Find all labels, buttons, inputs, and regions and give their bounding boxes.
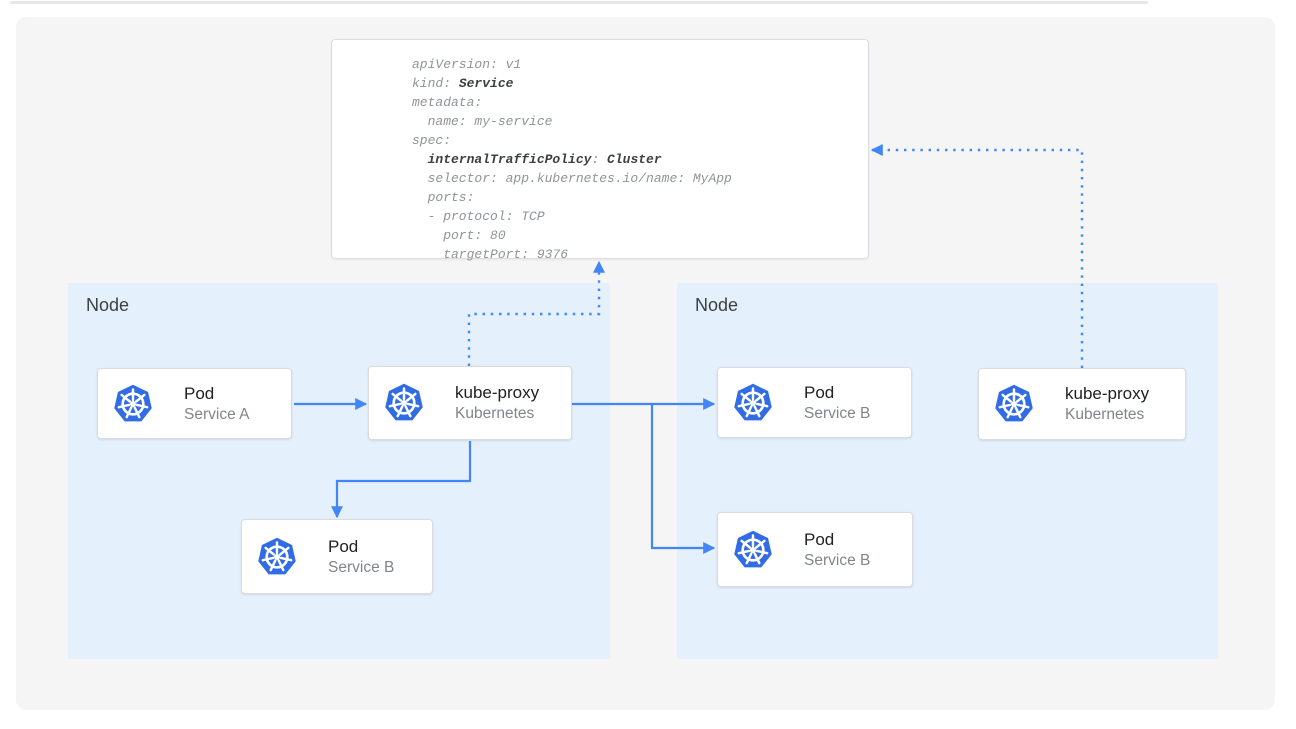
kubernetes-icon — [256, 535, 298, 576]
yaml-line: - protocol: TCP — [412, 209, 545, 224]
card-subtitle: Service B — [804, 404, 871, 422]
card-subtitle: Service B — [804, 551, 871, 569]
card-title: Pod — [804, 382, 835, 402]
kubernetes-icon — [732, 528, 774, 569]
yaml-line: targetPort: 9376 — [412, 247, 569, 262]
kube-proxy-card-right: kube-proxy Kubernetes — [978, 368, 1186, 440]
card-subtitle: Kubernetes — [1065, 406, 1145, 423]
yaml-line: selector: app.kubernetes.io/name: MyApp — [412, 171, 732, 186]
pod-card-service-b-right-bottom: Pod Service B — [717, 512, 913, 587]
node-left-label: Node — [86, 295, 130, 315]
card-title: Pod — [804, 529, 835, 549]
pod-card-service-b-left: Pod Service B — [241, 519, 433, 594]
card-title: kube-proxy — [1065, 384, 1150, 403]
yaml-line: ports: — [412, 190, 475, 205]
node-left-container: Node — [68, 283, 610, 659]
card-title: Pod — [328, 536, 359, 556]
card-subtitle: Service A — [184, 405, 250, 423]
top-divider-line — [10, 1, 1148, 4]
yaml-service-config-card: apiVersion: v1 kind: Service metadata: n… — [331, 39, 869, 262]
kubernetes-icon — [112, 382, 154, 423]
yaml-line: spec: — [412, 133, 452, 148]
node-right-label: Node — [695, 295, 739, 315]
pod-card-service-a: Pod Service A — [97, 368, 292, 439]
card-subtitle: Service B — [328, 558, 395, 576]
card-subtitle: Kubernetes — [455, 405, 535, 422]
card-title: kube-proxy — [455, 383, 540, 402]
yaml-line: name: my-service — [412, 114, 553, 129]
yaml-line: kind: Service — [412, 76, 514, 91]
node-right-container: Node — [677, 283, 1218, 659]
yaml-line: metadata: — [412, 95, 483, 110]
yaml-line: port: 80 — [412, 228, 506, 243]
card-title: Pod — [184, 383, 215, 403]
yaml-line: internalTrafficPolicy: Cluster — [427, 152, 662, 167]
kubernetes-icon — [732, 381, 774, 422]
yaml-line: apiVersion: v1 — [412, 57, 522, 72]
kubernetes-icon — [383, 382, 425, 422]
pod-card-service-b-right-top: Pod Service B — [717, 367, 912, 438]
kube-proxy-card-left: kube-proxy Kubernetes — [368, 366, 572, 440]
kubernetes-icon — [993, 383, 1035, 423]
